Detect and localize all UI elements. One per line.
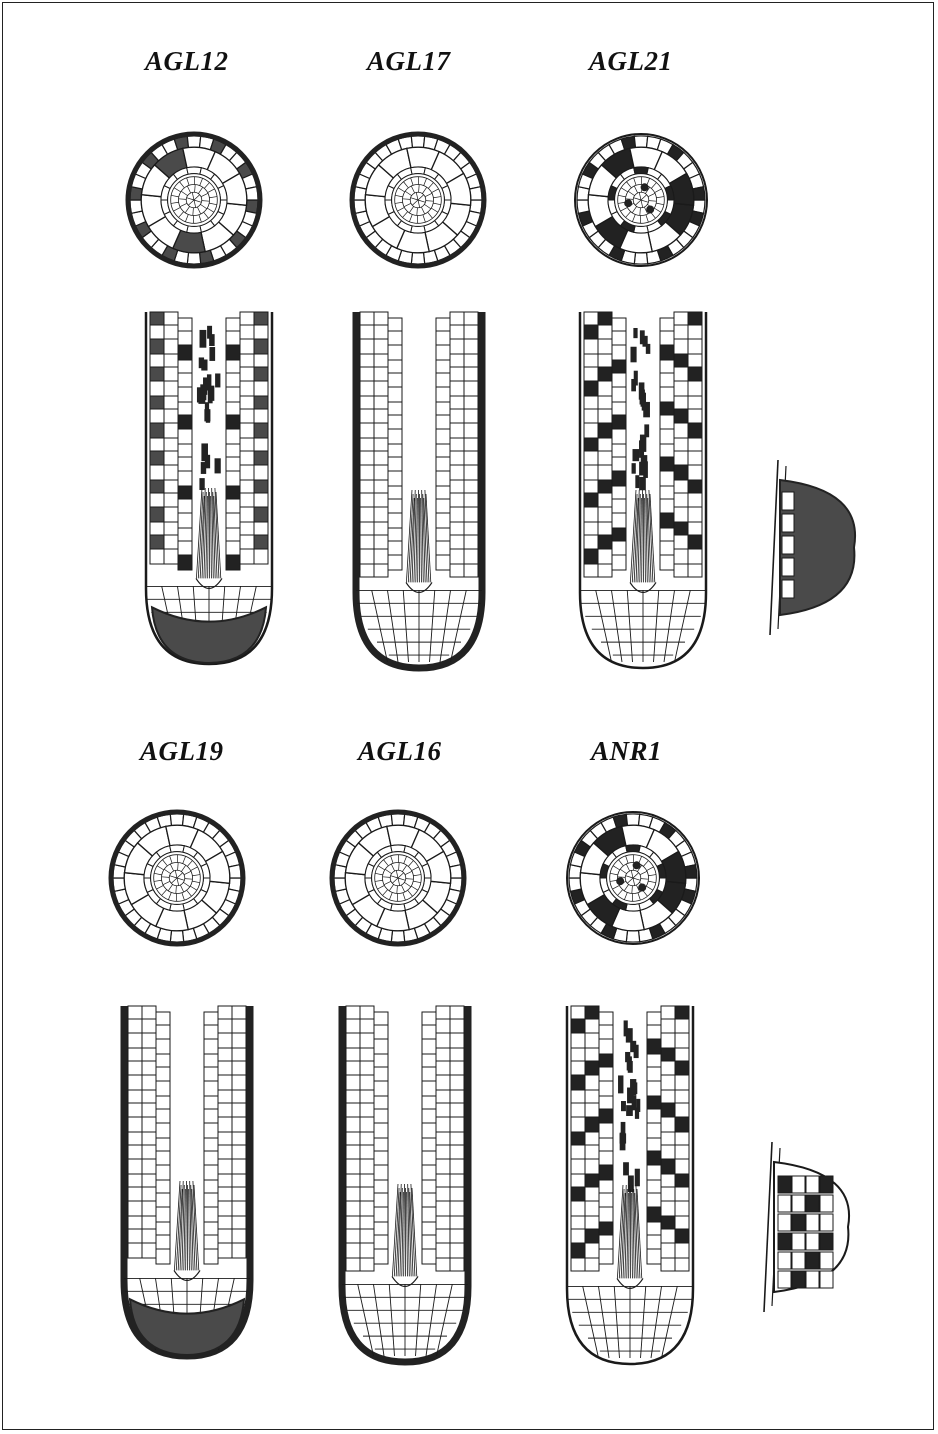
cross-section-agl17 bbox=[352, 134, 484, 266]
longitudinal-section-agl21 bbox=[580, 312, 706, 668]
cross-section-agl19 bbox=[111, 812, 243, 944]
longitudinal-section-agl12 bbox=[146, 312, 272, 664]
lateral-root-agl21 bbox=[770, 460, 855, 635]
cross-section-agl12 bbox=[128, 134, 260, 266]
cross-section-anr1 bbox=[567, 812, 699, 944]
longitudinal-section-agl19 bbox=[124, 1006, 250, 1356]
longitudinal-section-agl16 bbox=[342, 1006, 468, 1362]
lateral-root-anr1 bbox=[764, 1142, 849, 1312]
longitudinal-section-agl17 bbox=[356, 312, 482, 668]
cross-section-agl16 bbox=[332, 812, 464, 944]
cross-section-agl21 bbox=[575, 134, 707, 266]
longitudinal-section-anr1 bbox=[567, 1006, 693, 1364]
